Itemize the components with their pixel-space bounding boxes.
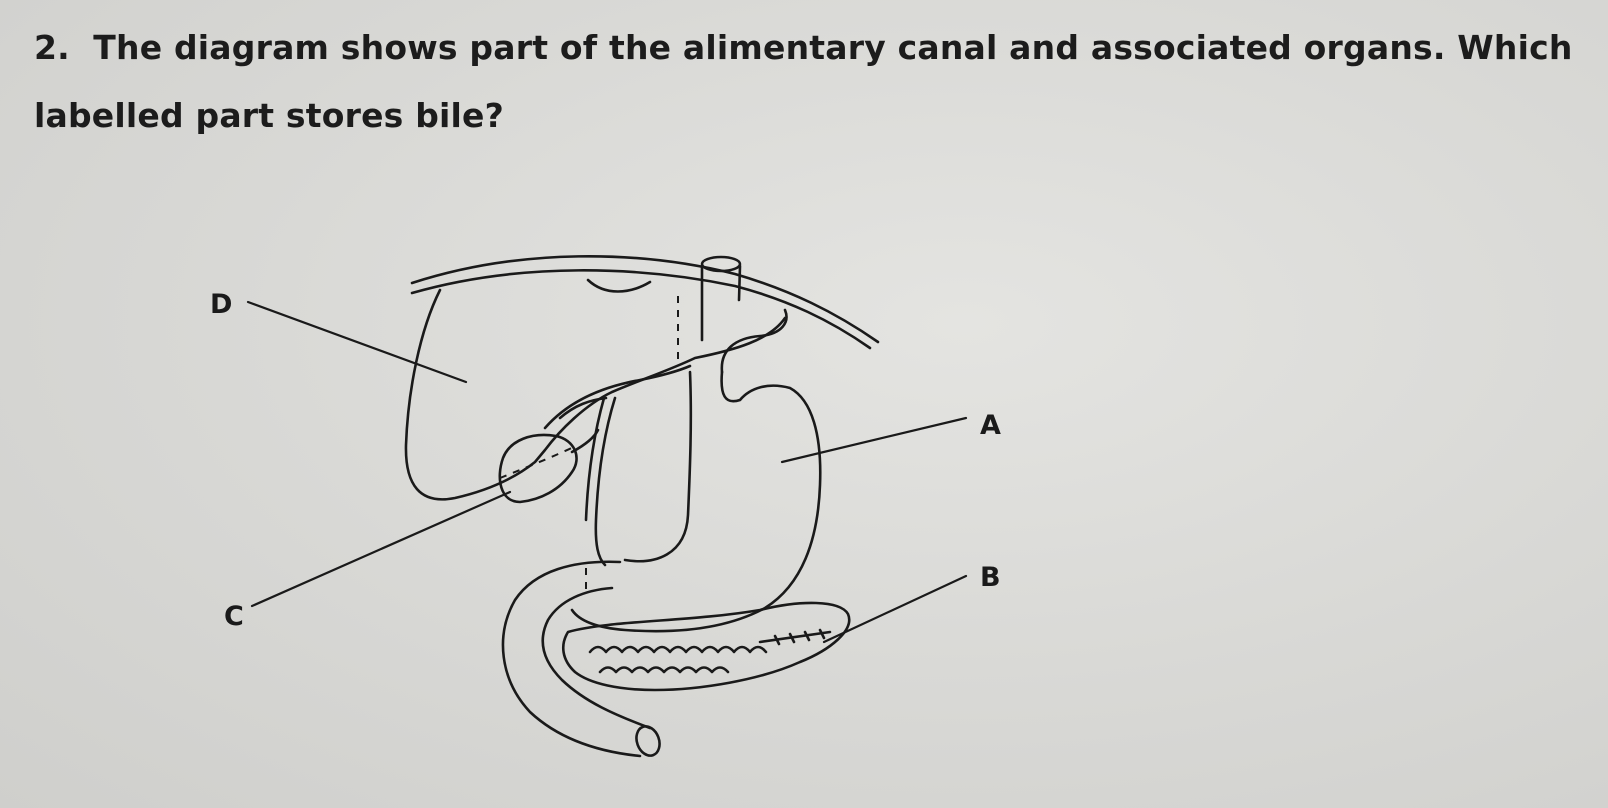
label-b-leader	[822, 574, 968, 644]
oesophagus-top	[700, 255, 742, 273]
question-number: 2.	[34, 28, 70, 67]
label-b: B	[980, 562, 1001, 593]
liver	[404, 288, 787, 501]
gall-bladder	[498, 433, 578, 504]
label-a: A	[980, 410, 1001, 441]
bile-duct	[594, 396, 617, 567]
duodenum-end	[635, 725, 661, 757]
label-d-leader	[246, 300, 468, 384]
pancreatic-duct-ticks	[773, 628, 826, 646]
pancreas-lobules	[588, 645, 768, 654]
label-c: C	[224, 601, 244, 632]
label-d: D	[210, 289, 232, 320]
diaphragm-lower-edge	[410, 269, 872, 350]
diaphragm	[410, 254, 880, 344]
pancreatic-duct	[758, 630, 832, 644]
liver-notch	[586, 278, 652, 293]
bile-duct-inner	[584, 396, 606, 522]
stomach-fundus	[720, 308, 788, 374]
duodenum-outer	[501, 560, 642, 758]
pancreas-lobules-lower	[598, 666, 730, 674]
stomach-inner-curve	[623, 370, 693, 563]
label-a-leader	[780, 416, 968, 464]
gall-bladder-hidden	[499, 445, 577, 479]
hepatic-duct-branch	[558, 396, 608, 420]
liver-underside	[543, 364, 692, 430]
question-text: 2. The diagram shows part of the aliment…	[34, 14, 1594, 150]
label-c-leader	[250, 490, 512, 608]
pancreas	[561, 601, 851, 692]
stomach	[570, 370, 822, 633]
question-stem: The diagram shows part of the alimentary…	[34, 28, 1573, 135]
oesophagus-right	[737, 264, 742, 302]
duodenum-inner	[541, 586, 652, 730]
